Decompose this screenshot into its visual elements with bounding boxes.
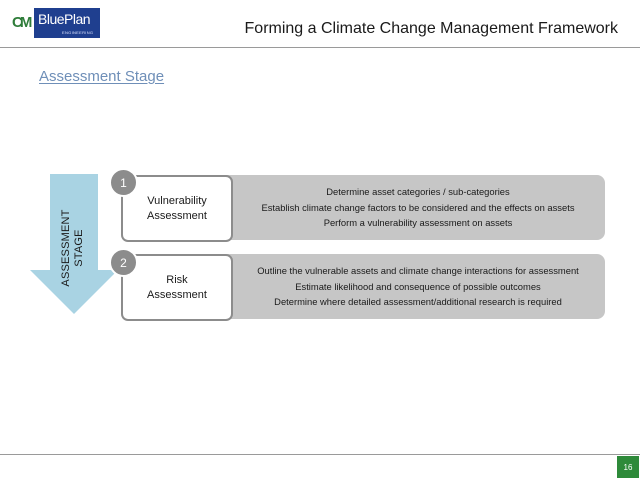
stage-1-point: Establish climate change factors to be c… — [261, 201, 575, 213]
stage-1-box: Vulnerability Assessment — [121, 175, 233, 242]
footer-divider — [0, 454, 640, 455]
stage-2-point: Determine where detailed assessment/addi… — [274, 296, 562, 308]
stage-2-box: Risk Assessment — [121, 254, 233, 321]
down-arrow-icon — [30, 174, 118, 314]
stage-2-description-panel — [205, 254, 605, 319]
stage-1-points: Determine asset categories / sub-categor… — [232, 175, 604, 240]
section-title: Assessment Stage — [39, 68, 165, 85]
stage-2-label: Risk Assessment — [147, 273, 207, 301]
stage-1-number-badge: 1 — [109, 168, 138, 197]
arrow-label-line2: STAGE — [73, 229, 85, 267]
logo-name: BluePlan — [38, 11, 91, 27]
stage-2-number-badge: 2 — [109, 248, 138, 277]
blueplan-logo: CM BluePlan ENGINEERING — [12, 8, 100, 38]
logo-subtitle: ENGINEERING — [62, 30, 94, 35]
stage-2-points: Outline the vulnerable assets and climat… — [232, 254, 604, 319]
logo-box: BluePlan ENGINEERING — [34, 8, 100, 38]
assessment-stage-label: ASSESSMENT STAGE — [43, 209, 103, 286]
stage-1-label: Vulnerability Assessment — [147, 194, 207, 222]
stage-1-point: Determine asset categories / sub-categor… — [326, 186, 510, 198]
slide-title: Forming a Climate Change Management Fram… — [244, 20, 618, 37]
stage-1-point: Perform a vulnerability assessment on as… — [323, 217, 513, 229]
stage-2-point: Estimate likelihood and consequence of p… — [295, 280, 541, 292]
page-number: 16 — [617, 456, 639, 478]
header-divider — [0, 47, 640, 48]
arrow-label-line1: ASSESSMENT — [60, 209, 72, 287]
stage-2-point: Outline the vulnerable assets and climat… — [257, 265, 579, 277]
stage-1-description-panel — [205, 175, 605, 240]
logo-mark: CM — [12, 14, 32, 31]
